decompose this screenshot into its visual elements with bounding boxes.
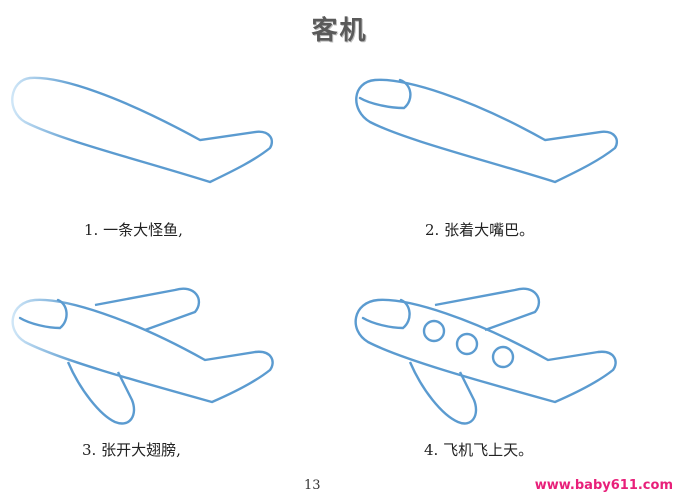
lower-wing-outline <box>408 361 478 425</box>
watermark: www.baby611.com <box>534 478 673 493</box>
fuselage-outline <box>11 298 274 404</box>
step-3-caption: 3. 张开大翅膀, <box>82 441 181 459</box>
fuselage-outline <box>11 76 274 184</box>
window-1 <box>422 319 446 343</box>
upper-wing-outline <box>434 287 541 332</box>
nose-outline <box>18 298 68 330</box>
step-4-caption: 4. 飞机飞上天。 <box>424 441 534 459</box>
nose-outline <box>358 78 412 110</box>
step-2-caption: 2. 张着大嘴巴。 <box>425 221 535 239</box>
page-title: 客机 <box>311 16 368 46</box>
lower-wing-outline <box>66 361 136 425</box>
nose-outline <box>361 298 411 330</box>
upper-wing-outline <box>94 287 201 332</box>
fuselage-outline <box>355 78 619 184</box>
window-2 <box>455 332 479 356</box>
fuselage-outline <box>354 298 617 404</box>
step-1-caption: 1. 一条大怪鱼, <box>84 221 183 239</box>
window-3 <box>491 345 515 369</box>
page-number: 13 <box>304 478 321 493</box>
